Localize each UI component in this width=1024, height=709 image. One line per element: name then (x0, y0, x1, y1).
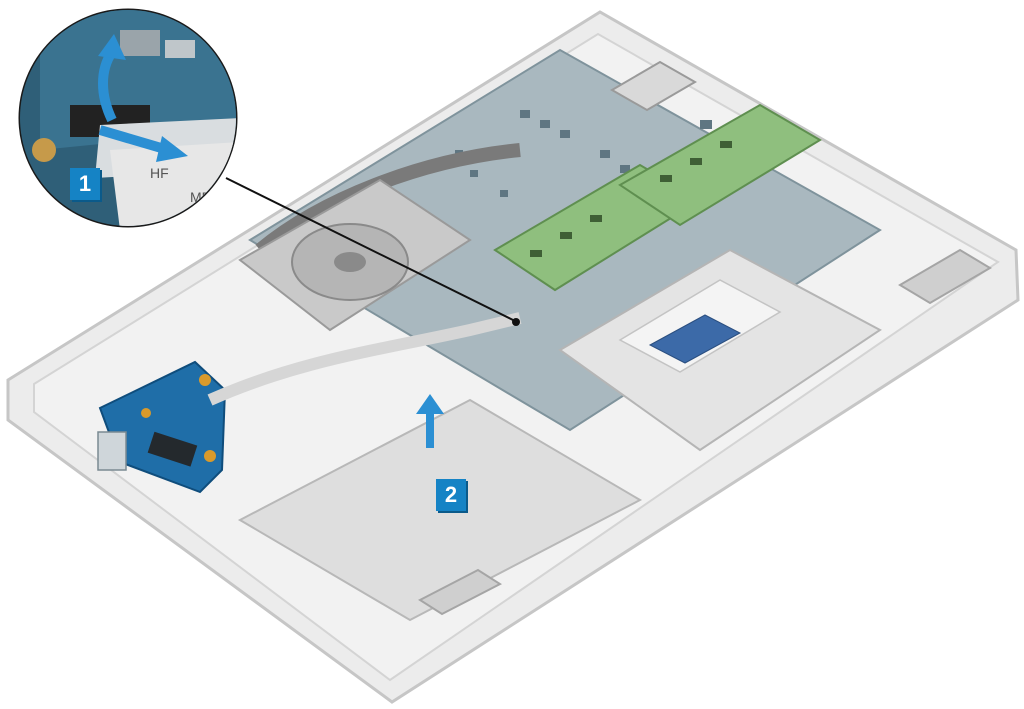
zoom-callout: HF MB (18, 8, 238, 228)
step-2-badge: 2 (436, 479, 466, 511)
io-board (97, 360, 227, 494)
cable-label-hf: HF (150, 165, 169, 181)
pull-arrow-icon (98, 125, 188, 162)
speaker-left (417, 568, 503, 616)
leader-line (225, 177, 516, 322)
memory-modules (493, 103, 822, 292)
io-board-cable (207, 312, 522, 406)
wireless-card (610, 60, 697, 112)
up-arrow-icon (416, 394, 444, 448)
speaker-right (898, 248, 992, 305)
step-1-badge: 1 (70, 168, 100, 200)
cooling-fan (238, 178, 472, 332)
touchpad (558, 248, 882, 452)
